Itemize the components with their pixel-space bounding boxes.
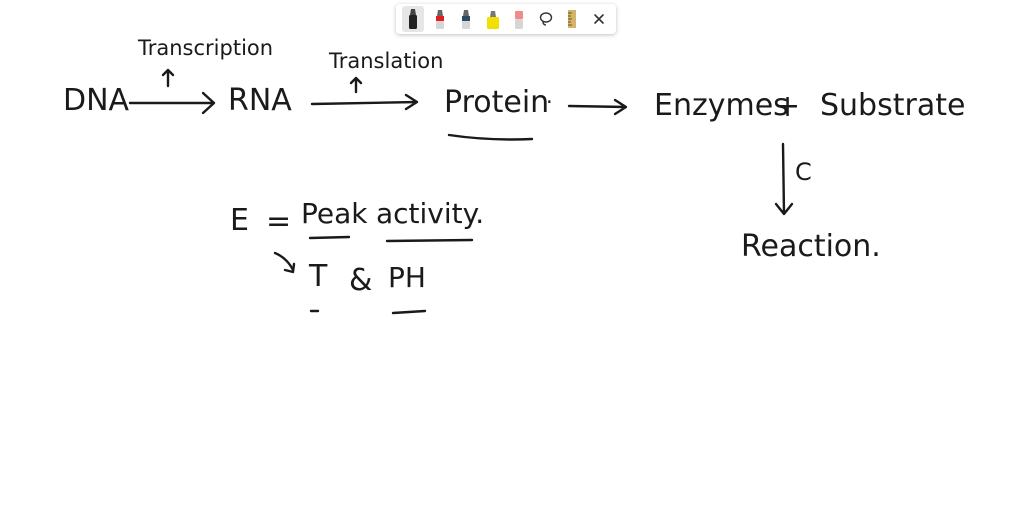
red-pen-icon <box>435 10 444 29</box>
protein-underline <box>447 133 534 141</box>
transcription-label: Transcription <box>138 36 274 60</box>
arrow-dna-to-rna <box>128 91 216 115</box>
reaction-label: Reaction. <box>741 229 881 264</box>
highlighter-icon <box>486 11 499 29</box>
blue-pen-tool[interactable] <box>455 6 477 32</box>
protein-dot: · <box>546 90 553 114</box>
translation-up-arrow <box>349 76 363 94</box>
peak-underline <box>308 235 351 240</box>
ruler-tool[interactable] <box>561 6 583 32</box>
blue-pen-icon <box>462 10 471 29</box>
protein-label: Protein <box>444 85 550 120</box>
black-pen-icon <box>409 9 418 29</box>
translation-label: Translation <box>329 49 444 73</box>
lasso-tool[interactable] <box>535 6 557 32</box>
highlighter-tool[interactable] <box>482 6 504 32</box>
equals-sign: = <box>266 204 292 239</box>
transcription-up-arrow <box>161 68 175 88</box>
eraser-tool[interactable] <box>508 6 530 32</box>
plus-sign: + <box>775 89 801 124</box>
ampersand: & <box>349 263 373 298</box>
ruler-icon <box>568 10 577 28</box>
arrow-to-reaction <box>774 142 794 216</box>
enzymes-label: Enzymes <box>654 88 789 123</box>
eraser-icon <box>515 11 524 29</box>
black-pen-tool[interactable] <box>402 6 425 32</box>
temperature-t-label: T <box>309 259 328 294</box>
activity-label: activity. <box>376 197 485 230</box>
rna-label: RNA <box>228 83 292 118</box>
ph-label: PH <box>388 261 426 294</box>
curved-arrow-to-temperature <box>273 251 296 274</box>
lasso-icon <box>539 12 552 26</box>
close-toolbar-button[interactable] <box>588 6 610 32</box>
arrow-protein-to-enzymes <box>567 98 628 116</box>
annotation-toolbar <box>396 4 616 34</box>
catalyst-c-label: C <box>795 158 812 186</box>
red-pen-tool[interactable] <box>429 6 451 32</box>
arrow-rna-to-protein <box>310 93 419 111</box>
close-icon <box>593 14 604 24</box>
dna-label: DNA <box>63 83 130 118</box>
activity-underline <box>385 238 474 243</box>
enzyme-e-label: E <box>230 203 249 238</box>
ph-underline <box>391 309 427 315</box>
substrate-label: Substrate <box>820 88 966 123</box>
peak-label: Peak <box>301 197 368 230</box>
